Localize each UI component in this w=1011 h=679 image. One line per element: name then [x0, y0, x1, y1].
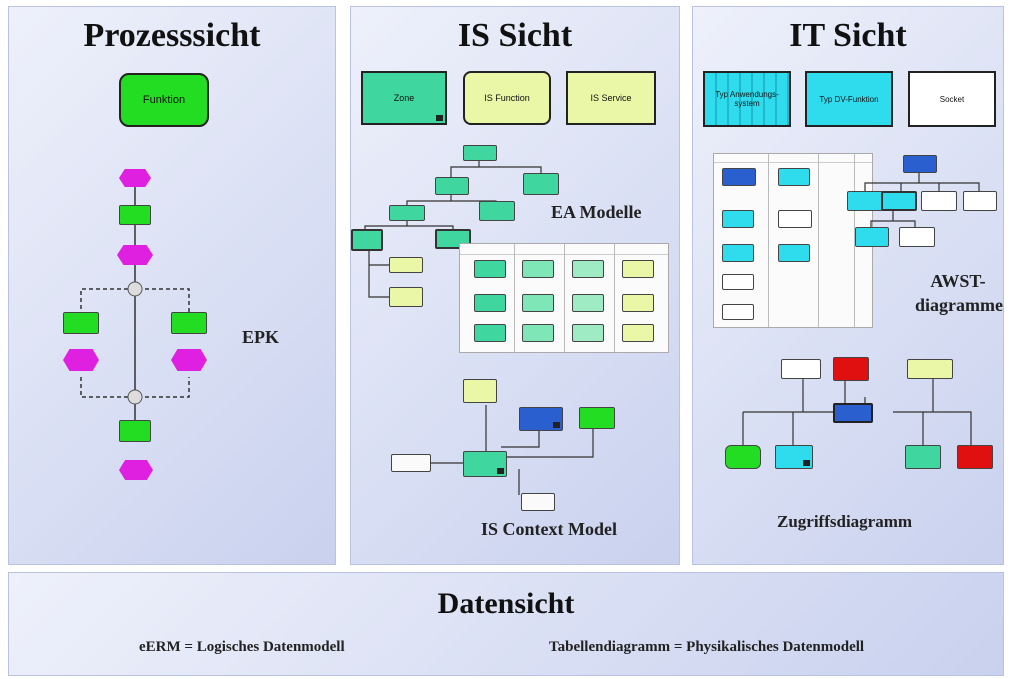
ea-tree-node-c	[389, 205, 425, 221]
ea-matrix-cell	[522, 294, 554, 312]
context-node-center	[463, 451, 507, 477]
ea-matrix-cell	[474, 294, 506, 312]
type-application-system-node[interactable]: Typ Anwendungs-system	[703, 71, 791, 127]
ea-matrix-cell	[522, 260, 554, 278]
is-context-model-label: IS Context Model	[481, 519, 617, 539]
ea-matrix-cell	[572, 294, 604, 312]
awst-diagrams-text: AWST-diagramme	[915, 271, 1003, 315]
ea-matrix-cell	[474, 260, 506, 278]
it-view-title: IT Sicht	[789, 17, 907, 54]
awst-tree-root	[903, 155, 937, 173]
ea-tree-node-a	[435, 177, 469, 195]
epk-event-end	[119, 460, 153, 480]
is-view-panel: IS Sicht Zone IS Function IS Service EA …	[350, 6, 680, 565]
access-node-green	[725, 445, 761, 469]
awst-tree-node	[899, 227, 935, 247]
access-node-teal	[905, 445, 941, 469]
ea-matrix-cell	[572, 260, 604, 278]
ea-tree-node-b	[523, 173, 559, 195]
is-service-node[interactable]: IS Service	[566, 71, 656, 125]
type-dv-function-node[interactable]: Typ DV-Funktion	[805, 71, 893, 127]
ea-matrix-cell	[522, 324, 554, 342]
data-view-panel: Datensicht eERM = Logisches Datenmodell …	[8, 572, 1004, 676]
ea-matrix-cell	[622, 294, 654, 312]
is-view-title: IS Sicht	[457, 17, 573, 54]
access-node-red-bottom	[957, 445, 993, 469]
access-node-blue-center	[833, 403, 873, 423]
epk-function-1	[119, 205, 151, 225]
logical-data-model-text: eERM = Logisches Datenmodell	[139, 639, 345, 655]
ea-tree-root	[463, 145, 497, 161]
access-node-red-top	[833, 357, 869, 381]
process-view-title: Prozesssicht	[83, 17, 261, 54]
epk-event-2	[117, 245, 153, 265]
context-node-blue	[519, 407, 563, 431]
data-view-title: Datensicht	[437, 587, 575, 620]
epk-label: EPK	[242, 327, 280, 347]
awst-table	[713, 153, 873, 328]
ea-tree-node-e	[351, 229, 383, 251]
ea-matrix-cell	[622, 260, 654, 278]
awst-cell	[778, 244, 810, 262]
awst-tree-node	[855, 227, 889, 247]
awst-tree-node	[963, 191, 997, 211]
ea-models-label: EA Modelle	[551, 202, 642, 222]
context-node-bottom	[521, 493, 555, 511]
awst-cell	[722, 210, 754, 228]
physical-data-model-text: Tabellendiagramm = Physikalisches Datenm…	[549, 639, 865, 655]
epk-event-right	[171, 349, 207, 371]
awst-diagrams-label: AWST-diagramme	[915, 269, 1003, 317]
access-node-white	[781, 359, 821, 379]
ea-matrix-cell	[572, 324, 604, 342]
awst-tree-node	[921, 191, 957, 211]
access-diagram-label: Zugriffsdiagramm	[777, 512, 913, 531]
ea-matrix-cell	[622, 324, 654, 342]
ea-tree-node-d	[479, 201, 515, 221]
zone-node[interactable]: Zone	[361, 71, 447, 125]
epk-event-start	[119, 169, 151, 187]
awst-cell	[778, 210, 812, 228]
epk-function-left	[63, 312, 99, 334]
context-node-left	[391, 454, 431, 472]
awst-tree-node	[881, 191, 917, 211]
ea-matrix-table	[459, 243, 669, 353]
awst-cell	[722, 168, 756, 186]
is-function-node[interactable]: IS Function	[463, 71, 551, 125]
ea-tree-leaf-1	[389, 257, 423, 273]
epk-function-right	[171, 312, 207, 334]
epk-event-left	[63, 349, 99, 371]
socket-node[interactable]: Socket	[908, 71, 996, 127]
awst-cell	[722, 244, 754, 262]
process-view-panel: Prozesssicht Funktion EPK	[8, 6, 336, 565]
epk-function-end	[119, 420, 151, 442]
awst-cell	[722, 274, 754, 290]
access-node-yellow	[907, 359, 953, 379]
ea-tree-leaf-2	[389, 287, 423, 307]
awst-cell	[778, 168, 810, 186]
context-node-green	[579, 407, 615, 429]
ea-matrix-cell	[474, 324, 506, 342]
function-node[interactable]: Funktion	[119, 73, 209, 127]
awst-tree-node	[847, 191, 883, 211]
it-view-panel: IT Sicht Typ Anwendungs-system Typ DV-Fu…	[692, 6, 1004, 565]
access-node-cyan	[775, 445, 813, 469]
awst-cell	[722, 304, 754, 320]
context-node-top	[463, 379, 497, 403]
